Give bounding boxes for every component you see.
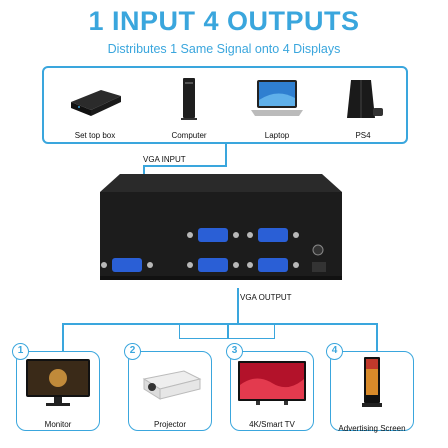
monitor-icon (26, 359, 90, 406)
page-title: 1 INPUT 4 OUTPUTS (88, 6, 360, 36)
input-connector-line (143, 165, 227, 167)
source-computer: Computer (154, 72, 224, 140)
output-number-badge: 1 (12, 343, 29, 360)
output-connector-line (237, 288, 239, 324)
output-smart-tv: 3 4K/Smart TV (226, 343, 314, 443)
source-laptop: Laptop (242, 72, 312, 140)
game-console-icon (347, 80, 383, 118)
projector-icon (142, 370, 202, 400)
output-number-badge: 2 (124, 343, 141, 360)
output-monitor: 1 Monitor (12, 343, 100, 443)
output-connector-line (62, 323, 64, 351)
output-connector-line (376, 323, 378, 351)
output-advertising-screen: 4 Advertising Screen (326, 343, 414, 443)
source-ps4: PS4 (328, 72, 398, 140)
set-top-box-icon (71, 90, 121, 116)
laptop-icon (251, 80, 303, 116)
source-label: Computer (171, 131, 207, 140)
output-number-badge: 4 (326, 343, 343, 360)
source-label: Set top box (74, 131, 116, 140)
output-distribution-box (179, 323, 275, 339)
output-label: Monitor (44, 420, 72, 429)
source-label: Laptop (264, 131, 290, 140)
tv-icon (238, 361, 306, 405)
advertising-screen-icon (362, 357, 382, 407)
output-label: Advertising Screen (338, 424, 406, 433)
output-label: Projector (153, 420, 186, 429)
vga-splitter-device (100, 174, 342, 280)
output-number-badge: 3 (226, 343, 243, 360)
output-label: 4K/Smart TV (249, 420, 295, 429)
vga-input-label: VGA INPUT (143, 155, 186, 164)
vga-output-label: VGA OUTPUT (240, 293, 292, 302)
source-label: PS4 (355, 131, 371, 140)
source-devices-panel: Set top box Computer Laptop PS4 (42, 66, 408, 144)
input-connector-line (225, 144, 227, 166)
output-projector: 2 Projector (124, 343, 212, 443)
source-set-top-box: Set top box (60, 72, 130, 140)
computer-tower-icon (181, 78, 197, 120)
page-subtitle: Distributes 1 Same Signal onto 4 Display… (107, 42, 341, 56)
